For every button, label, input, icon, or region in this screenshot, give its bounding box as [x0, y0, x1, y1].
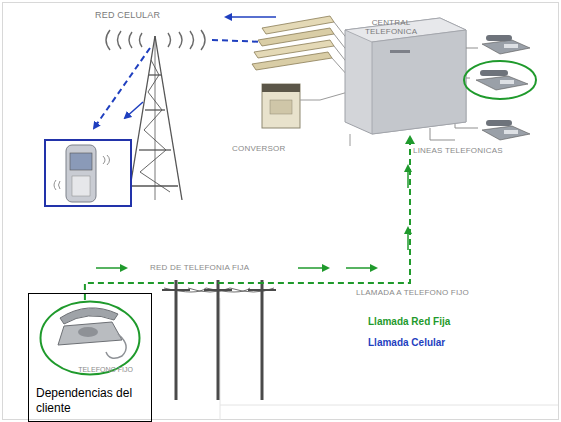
flow-arrow	[407, 228, 409, 250]
ring-waves	[54, 180, 60, 190]
legend-entry: Llamada Celular	[368, 337, 445, 349]
tower-leg	[155, 36, 182, 200]
wave-arc	[179, 32, 182, 48]
frame-line	[220, 405, 558, 406]
frame-line	[3, 3, 559, 420]
wave-arc	[118, 31, 122, 49]
pbx-logo	[390, 50, 410, 53]
extension-wires	[430, 48, 478, 140]
tower-bar	[145, 109, 165, 110]
cell-tower	[128, 36, 182, 200]
pbx-side	[372, 30, 466, 134]
pole	[175, 280, 178, 400]
phone-body	[482, 126, 530, 140]
wire	[466, 78, 470, 79]
lines-label: LINEAS TELEFONICAS	[413, 146, 503, 156]
wave-arc	[201, 30, 205, 50]
phone-keys	[504, 44, 518, 48]
phone-keys	[504, 130, 518, 134]
signal-arrow	[226, 16, 276, 18]
cellphone-frame	[45, 140, 131, 206]
wave-arc	[106, 30, 110, 50]
converter-device	[262, 84, 300, 128]
patch-panels	[252, 16, 334, 70]
desk-phone	[482, 120, 530, 140]
telephone-ellipse: TELEFONO FIJO	[39, 300, 141, 376]
phone-body	[482, 40, 530, 54]
cellular-path	[94, 48, 150, 128]
legend-text: Llamada Celular	[368, 337, 445, 348]
phone-handset	[486, 35, 512, 41]
fixed-telephone	[58, 308, 126, 358]
network-label: RED CELULAR	[95, 10, 160, 20]
phone-dial	[78, 327, 98, 337]
premises-box: Dependencias del cliente TELEFONO FIJO	[28, 293, 152, 422]
tower-bar	[149, 74, 161, 75]
converter-panel	[270, 100, 292, 114]
tower-bar	[132, 185, 178, 186]
phone-body	[476, 76, 528, 90]
flow-arrow	[407, 166, 409, 188]
wire	[188, 288, 274, 292]
wave-arc	[129, 32, 132, 48]
phone-handset	[60, 308, 118, 324]
call-label: LLAMADA A TELEFONO FIJO	[356, 288, 469, 298]
tower-bar	[139, 149, 171, 150]
signal-arrow	[125, 102, 143, 118]
flow-arrow	[346, 267, 376, 269]
desk-phone	[482, 35, 530, 54]
desk-phone	[476, 70, 528, 90]
panel-wires	[300, 22, 350, 146]
wire	[430, 128, 455, 140]
wave-arc	[168, 33, 171, 47]
legend-text: Llamada Red Fija	[368, 316, 450, 327]
frame-line	[220, 298, 221, 420]
cellphone-keypad	[72, 176, 90, 196]
ellipse-outline	[39, 300, 141, 376]
device-label: CONVERSOR	[232, 144, 285, 154]
phone-keys	[500, 80, 514, 84]
pbx-node: CENTRAL TELEFONICA	[345, 14, 465, 136]
wire	[455, 124, 478, 128]
pbx-device	[345, 18, 466, 134]
phone-base	[58, 322, 122, 345]
converter-top	[262, 84, 300, 92]
wave-arc	[190, 31, 194, 49]
phone-handset	[480, 70, 508, 76]
wire	[300, 92, 348, 100]
pole	[217, 280, 220, 400]
network-label: RED DE TELEFONIA FIJA	[150, 263, 249, 273]
ellipse-outline	[41, 302, 140, 375]
node-text: Dependencias del cliente	[36, 386, 148, 416]
call-path	[85, 137, 410, 300]
node-text: CENTRAL TELEFONICA	[365, 18, 417, 36]
phone-cord	[106, 334, 126, 358]
extension-phones	[464, 35, 536, 140]
cellphone-screen	[70, 153, 92, 170]
patch-panel	[252, 52, 332, 70]
highlight-ellipse	[464, 61, 536, 99]
wire	[350, 134, 351, 146]
legend-entry: Llamada Red Fija	[368, 316, 450, 328]
node-text: TELEFONO FIJO	[78, 366, 133, 374]
cellphone-body	[66, 145, 96, 202]
flow-arrow	[298, 267, 328, 269]
flow-arrow	[96, 267, 126, 269]
pole	[261, 280, 264, 400]
utility-poles	[162, 280, 276, 400]
wire	[466, 48, 478, 49]
ring-waves	[103, 155, 110, 165]
crossbar	[248, 289, 276, 291]
phone-handset	[486, 120, 512, 126]
wave-arc	[140, 33, 143, 47]
tower-lattice	[140, 60, 170, 192]
